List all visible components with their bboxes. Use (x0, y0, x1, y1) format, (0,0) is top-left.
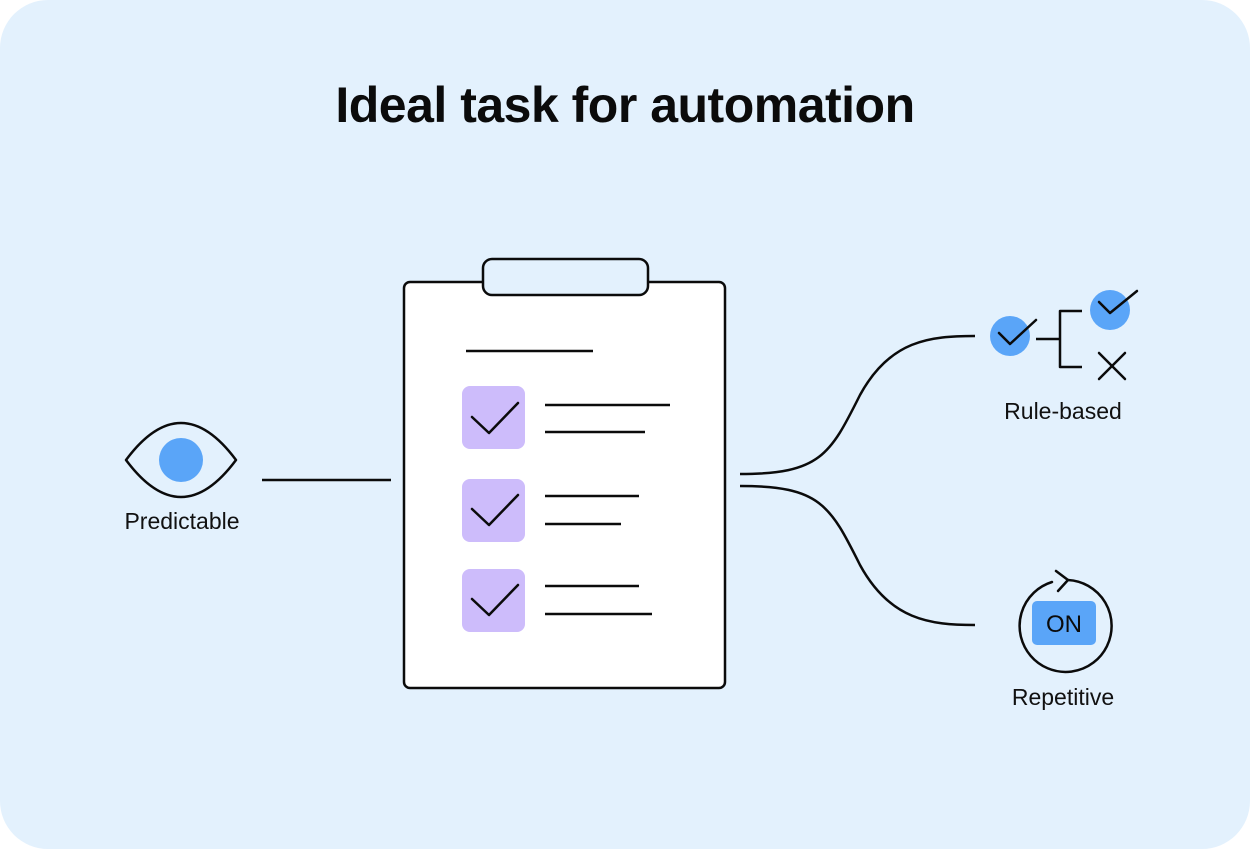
check-icon (1097, 289, 1139, 315)
cross-icon (1097, 351, 1127, 381)
connector-rule-based (739, 334, 976, 476)
label-rule-based: Rule-based (1004, 398, 1122, 424)
eye-icon (124, 421, 238, 499)
clipboard-icon (402, 257, 727, 690)
on-toggle-icon: ON (1032, 601, 1096, 645)
clipboard-clip (481, 257, 650, 297)
page-title: Ideal task for automation (335, 77, 915, 133)
toggle-text: ON (1046, 611, 1082, 638)
checkbox-icon (462, 386, 525, 449)
checkbox-icon (462, 479, 525, 542)
checklist-item-1 (462, 386, 670, 449)
refresh-cycle-icon (1018, 569, 1113, 674)
decision-branch-icon (990, 289, 1139, 381)
connector-repetitive (739, 484, 976, 627)
checklist-item-3 (462, 569, 652, 632)
checkbox-icon (462, 569, 525, 632)
check-icon (997, 318, 1038, 346)
label-predictable: Predictable (124, 508, 240, 534)
checklist-item-2 (462, 479, 639, 542)
label-repetitive: Repetitive (1011, 684, 1115, 710)
